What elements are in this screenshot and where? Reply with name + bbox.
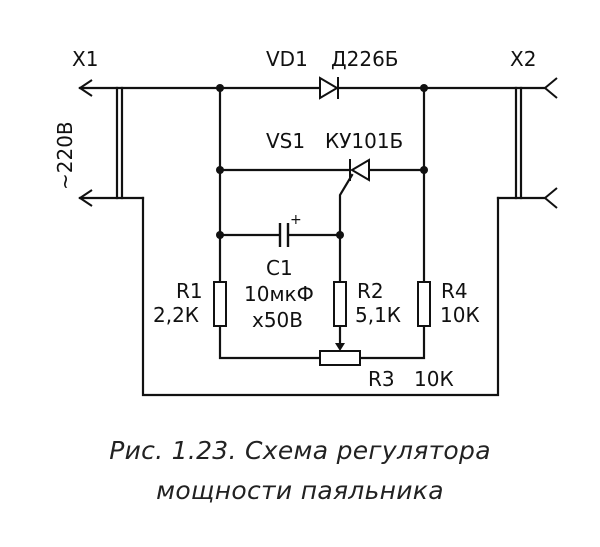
thyristor-vs1	[349, 158, 370, 182]
r4-ref-label: R4	[441, 279, 468, 303]
r1-ref-label: R1	[176, 279, 203, 303]
r3-wiper-arrow	[335, 343, 345, 351]
c1-polarity-label: +	[290, 212, 302, 228]
junction-dot	[420, 166, 428, 174]
r3-ref-label: R3	[368, 367, 395, 391]
c1-ref-label: C1	[266, 256, 293, 280]
r1-value-label: 2,2К	[153, 303, 199, 327]
resistor-r4	[417, 281, 431, 327]
wire-left-lower	[218, 324, 322, 360]
junction-dot	[420, 84, 428, 92]
junction-dot	[216, 231, 224, 239]
supply-label: ~220В	[53, 121, 77, 190]
potentiometer-r3	[319, 350, 361, 366]
r4-value-label: 10К	[440, 303, 480, 327]
c1-voltage-label: x50В	[252, 308, 303, 332]
vs1-part-label: КУ101Б	[325, 129, 403, 153]
wire-return-loop	[141, 196, 500, 397]
c1-value-label: 10мкФ	[244, 282, 314, 306]
vs1-ref-label: VS1	[266, 129, 305, 153]
junction-dot	[216, 166, 224, 174]
junction-dot	[216, 84, 224, 92]
wire-right-lower	[358, 324, 426, 360]
capacitor-c1	[278, 223, 290, 247]
x2-arrow-top	[543, 77, 558, 99]
junction-dot	[336, 231, 344, 239]
vd1-ref-label: VD1	[266, 47, 308, 71]
circuit-schematic: X1 X2 ~220В VD1 Д226Б VS1 КУ101Б + C1 10…	[53, 47, 558, 397]
resistor-r2	[333, 281, 347, 327]
r2-value-label: 5,1К	[355, 303, 401, 327]
vd1-part-label: Д226Б	[331, 47, 399, 71]
x2-arrow-bottom	[543, 187, 558, 209]
x1-label: X1	[72, 47, 98, 71]
figure-caption-line-1: Рис. 1.23. Схема регулятора	[109, 436, 491, 465]
diode-vd1	[319, 76, 339, 100]
x1-arrow-bottom	[78, 189, 93, 207]
resistor-r1	[213, 281, 227, 327]
wire-gate	[338, 173, 354, 284]
x1-arrow-top	[78, 79, 93, 97]
figure-caption-line-2: мощности паяльника	[156, 476, 444, 505]
r2-ref-label: R2	[357, 279, 384, 303]
r3-value-label: 10К	[414, 367, 454, 391]
x2-label: X2	[510, 47, 536, 71]
